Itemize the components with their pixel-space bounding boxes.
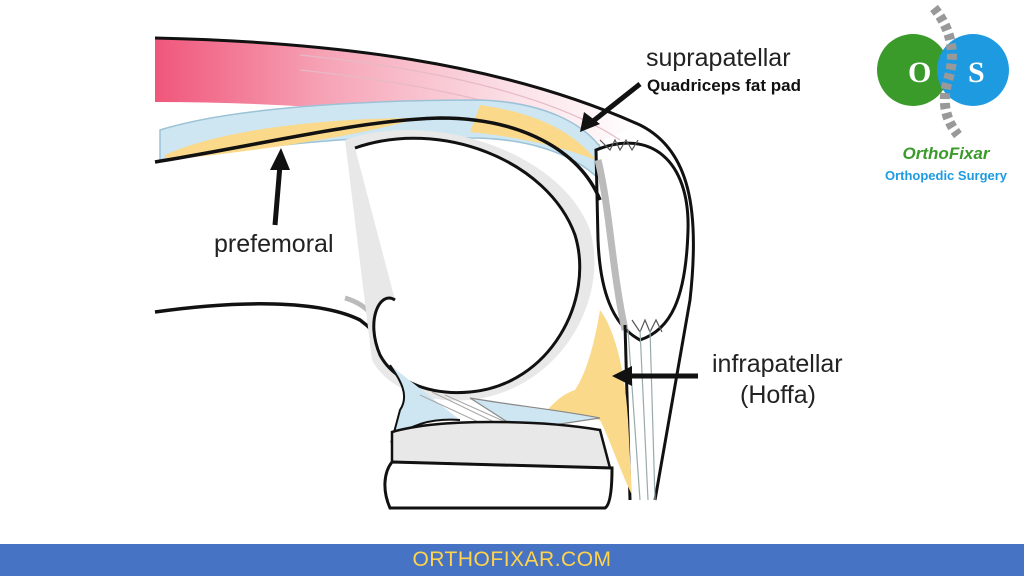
meniscus xyxy=(469,397,601,431)
logo-name: OrthoFixar xyxy=(902,144,990,163)
patellar-zigzag-top xyxy=(599,138,639,152)
knee-diagram xyxy=(154,36,698,510)
arrow-suprapatellar xyxy=(580,82,642,132)
quadriceps-tendon-outline xyxy=(154,36,695,501)
femoral-condyle xyxy=(354,136,582,395)
footer-bar: ORTHOFIXAR.COM xyxy=(0,544,1024,576)
tibia xyxy=(383,460,614,510)
arrow-prefemoral xyxy=(270,148,290,226)
infrapatellar-fat-pad xyxy=(540,310,632,495)
patella-cartilage xyxy=(594,159,629,331)
label-prefemoral: prefemoral xyxy=(214,230,334,258)
svg-text:S: S xyxy=(968,56,985,89)
patellar-zigzag-bottom xyxy=(631,318,663,334)
svg-text:O: O xyxy=(908,56,931,89)
label-quadriceps-fat-pad: Quadriceps fat pad xyxy=(647,76,801,95)
tibial-plateau xyxy=(390,420,612,470)
orthofixar-logo: O S OrthoFixar Orthopedic Surgery xyxy=(868,0,1024,200)
femur-posterior-edge xyxy=(154,302,394,361)
label-suprapatellar: suprapatellar xyxy=(646,44,791,72)
logo-subtitle: Orthopedic Surgery xyxy=(884,168,1008,183)
label-infrapatellar: infrapatellar xyxy=(712,350,843,378)
arrow-infrapatellar xyxy=(612,366,698,386)
suprapatellar-fat-pad xyxy=(470,105,596,160)
femur-anterior-edge xyxy=(154,116,602,201)
footer-site-link[interactable]: ORTHOFIXAR.COM xyxy=(412,548,612,571)
patellar-tendon xyxy=(627,329,656,501)
label-hoffa: (Hoffa) xyxy=(740,381,816,409)
spine-logo-icon: O S xyxy=(877,4,1009,139)
